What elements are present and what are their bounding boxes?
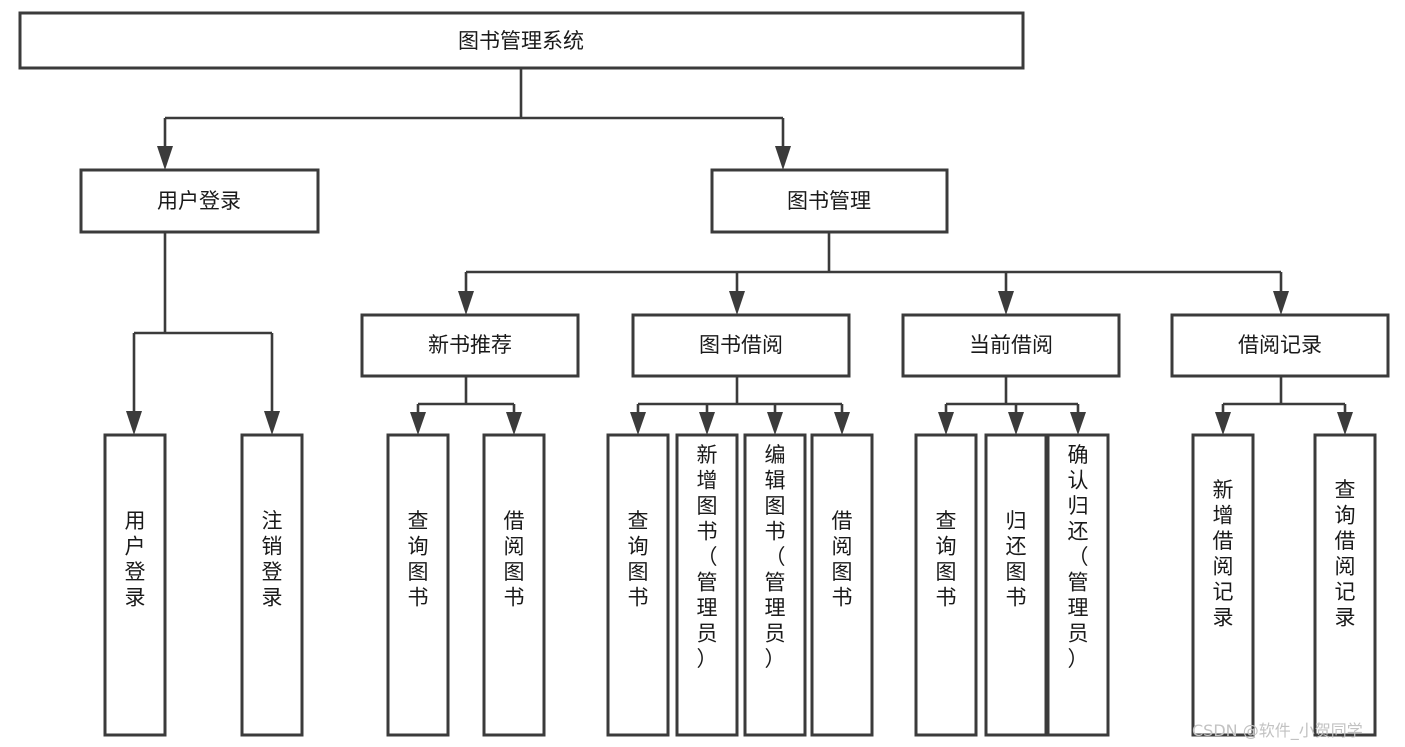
leaf-label-7: 编辑图书（管理员） (765, 443, 786, 671)
connector-group-root (157, 68, 791, 170)
node-bookmgmt-box[interactable] (710, 168, 949, 234)
leaf-label-5: 查询图书 (628, 509, 649, 610)
leaf-node[interactable]: 用户登录 (103, 433, 167, 737)
leaf-label-4: 借阅图书 (504, 509, 525, 610)
arrow-head-borrow (729, 291, 745, 315)
leaf-box-9[interactable] (914, 433, 978, 737)
leaf-node[interactable]: 归还图书 (984, 433, 1048, 737)
arrow-head-leaf1 (126, 411, 142, 435)
leaf-box-11[interactable] (1046, 433, 1110, 737)
leaf-node[interactable]: 借阅图书 (810, 433, 874, 737)
node-record-label: 借阅记录 (1238, 333, 1322, 357)
arrow-head-leaf4 (506, 412, 522, 435)
leaf-box-12[interactable] (1191, 433, 1255, 737)
arrow-head-leaf11 (1070, 412, 1086, 435)
node-borrow[interactable]: 图书借阅 (631, 313, 851, 378)
connector-group-login (126, 232, 280, 435)
connector-group-bookmgmt (458, 232, 1289, 315)
leaf-label-8: 借阅图书 (832, 509, 853, 610)
node-current-box[interactable] (901, 313, 1121, 378)
node-newbook[interactable]: 新书推荐 (360, 313, 580, 378)
leaf-box-1[interactable] (103, 433, 167, 737)
node-borrow-box[interactable] (631, 313, 851, 378)
leaf-label-3: 查询图书 (408, 509, 429, 610)
leaf-label-10: 归还图书 (1006, 509, 1027, 610)
arrow-head-leaf10 (1008, 412, 1024, 435)
leaf-node[interactable]: 新增图书（管理员） (675, 433, 739, 737)
leaf-box-6[interactable] (675, 433, 739, 737)
leaf-label-2: 注销登录 (262, 509, 283, 610)
node-bookmgmt[interactable]: 图书管理 (710, 168, 949, 234)
leaf-box-2[interactable] (240, 433, 304, 737)
node-login[interactable]: 用户登录 (79, 168, 320, 234)
node-root-box[interactable] (18, 11, 1025, 70)
csdn-watermark: CSDN @软件_小贺同学 (1192, 721, 1363, 741)
arrow-head-login (157, 146, 173, 170)
leaf-node[interactable]: 查询图书 (606, 433, 670, 737)
arrow-head-leaf13 (1337, 412, 1353, 435)
leaf-label-11: 确认归还（管理员） (1068, 443, 1089, 671)
node-root[interactable]: 图书管理系统 (18, 11, 1025, 70)
leaf-box-3[interactable] (386, 433, 450, 737)
leaf-node[interactable]: 查询借阅记录 (1313, 433, 1377, 737)
arrow-head-leaf2 (264, 411, 280, 435)
leaf-node[interactable]: 注销登录 (240, 433, 304, 737)
node-record[interactable]: 借阅记录 (1170, 313, 1390, 378)
node-root-label: 图书管理系统 (458, 29, 584, 53)
leaf-node[interactable]: 查询图书 (386, 433, 450, 737)
leaf-node[interactable]: 查询图书 (914, 433, 978, 737)
arrow-head-leaf9 (938, 412, 954, 435)
leaf-node[interactable]: 确认归还（管理员） (1046, 433, 1110, 737)
connector-group-record (1215, 376, 1353, 435)
leaf-box-7[interactable] (743, 433, 807, 737)
arrow-head-record (1273, 291, 1289, 315)
arrow-head-leaf12 (1215, 412, 1231, 435)
node-newbook-box[interactable] (360, 313, 580, 378)
leaf-node[interactable]: 编辑图书（管理员） (743, 433, 807, 737)
leaf-label-12: 新增借阅记录 (1213, 478, 1234, 630)
leaf-label-13: 查询借阅记录 (1335, 478, 1356, 630)
node-record-box[interactable] (1170, 313, 1390, 378)
arrow-head-leaf6 (699, 412, 715, 435)
node-login-label: 用户登录 (157, 189, 241, 213)
leaf-box-10[interactable] (984, 433, 1048, 737)
arrow-head-newbook (458, 291, 474, 315)
leaf-box-13[interactable] (1313, 433, 1377, 737)
node-login-box[interactable] (79, 168, 320, 234)
leaf-node[interactable]: 新增借阅记录 (1191, 433, 1255, 737)
arrow-head-leaf8 (834, 412, 850, 435)
leaf-box-5[interactable] (606, 433, 670, 737)
node-bookmgmt-label: 图书管理 (787, 189, 871, 213)
leaf-label-9: 查询图书 (936, 509, 957, 610)
leaf-box-4[interactable] (482, 433, 546, 737)
connector-group-current (938, 376, 1086, 435)
arrow-head-leaf7 (767, 412, 783, 435)
connector-group-newbook (410, 376, 522, 435)
arrow-head-current (998, 291, 1014, 315)
arrow-head-leaf5 (630, 412, 646, 435)
node-borrow-label: 图书借阅 (699, 333, 783, 357)
connector-group-borrow (630, 376, 850, 435)
leaf-label-1: 用户登录 (125, 509, 146, 610)
node-current-label: 当前借阅 (969, 333, 1053, 357)
leaf-label-6: 新增图书（管理员） (697, 443, 718, 671)
node-current[interactable]: 当前借阅 (901, 313, 1121, 378)
leaf-node[interactable]: 借阅图书 (482, 433, 546, 737)
node-newbook-label: 新书推荐 (428, 333, 512, 357)
leaf-box-8[interactable] (810, 433, 874, 737)
arrow-head-leaf3 (410, 412, 426, 435)
arrow-head-bookmgmt (775, 146, 791, 170)
